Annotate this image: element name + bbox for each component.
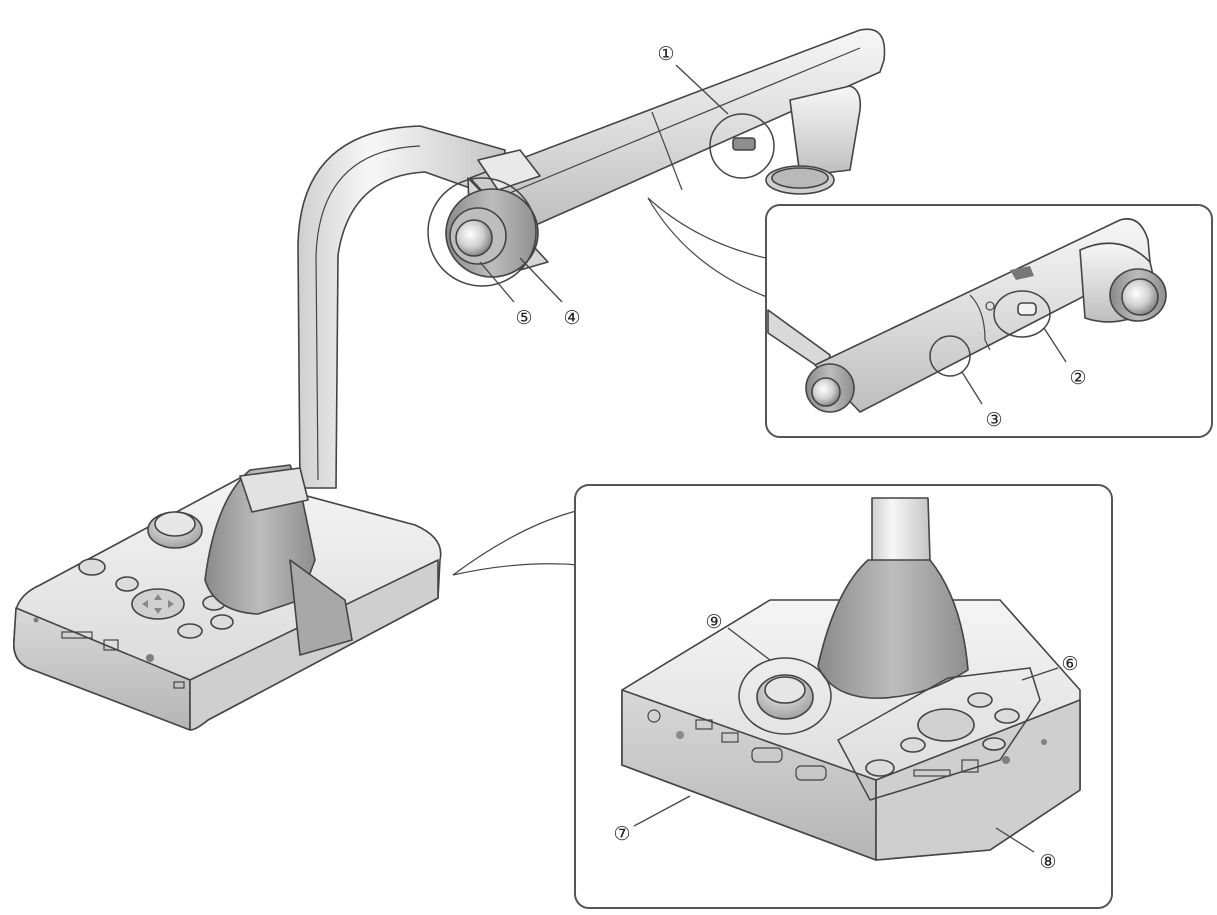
leader-4 (519, 257, 563, 303)
inset-base (452, 484, 1113, 909)
inset-camera-head (647, 197, 1213, 438)
leader-5 (479, 261, 515, 303)
leader-3 (961, 371, 983, 405)
callout-circle-2 (993, 290, 1051, 338)
callout-label-8: ⑧ (1039, 851, 1056, 873)
callout-label-1: ① (657, 43, 674, 65)
callout-outline-6 (836, 667, 1041, 801)
leader-8 (995, 827, 1035, 853)
camera-base (12, 464, 442, 731)
callout-circle-3 (929, 335, 971, 377)
callout-label-4: ④ (563, 307, 580, 329)
leader-2 (1043, 327, 1067, 363)
leader-1 (675, 64, 729, 115)
callout-circle-1 (709, 113, 775, 179)
callout-label-5: ⑤ (515, 307, 532, 329)
callouts: ① ② ③ ④ ⑤ ⑥ ⑦ ⑧ ⑨ (427, 43, 1087, 873)
callout-label-9: ⑨ (705, 611, 722, 633)
callout-label-7: ⑦ (613, 823, 630, 845)
callout-circle-9 (738, 657, 832, 735)
callout-circle-4-5 (427, 177, 537, 287)
callout-label-6: ⑥ (1061, 653, 1078, 675)
callout-label-3: ③ (985, 409, 1002, 431)
leader-6 (1021, 667, 1059, 681)
leader-9 (727, 627, 771, 661)
main-camera-illustration (12, 28, 886, 731)
callout-label-2: ② (1069, 367, 1086, 389)
leader-7 (633, 795, 691, 827)
front-lens (445, 188, 539, 278)
